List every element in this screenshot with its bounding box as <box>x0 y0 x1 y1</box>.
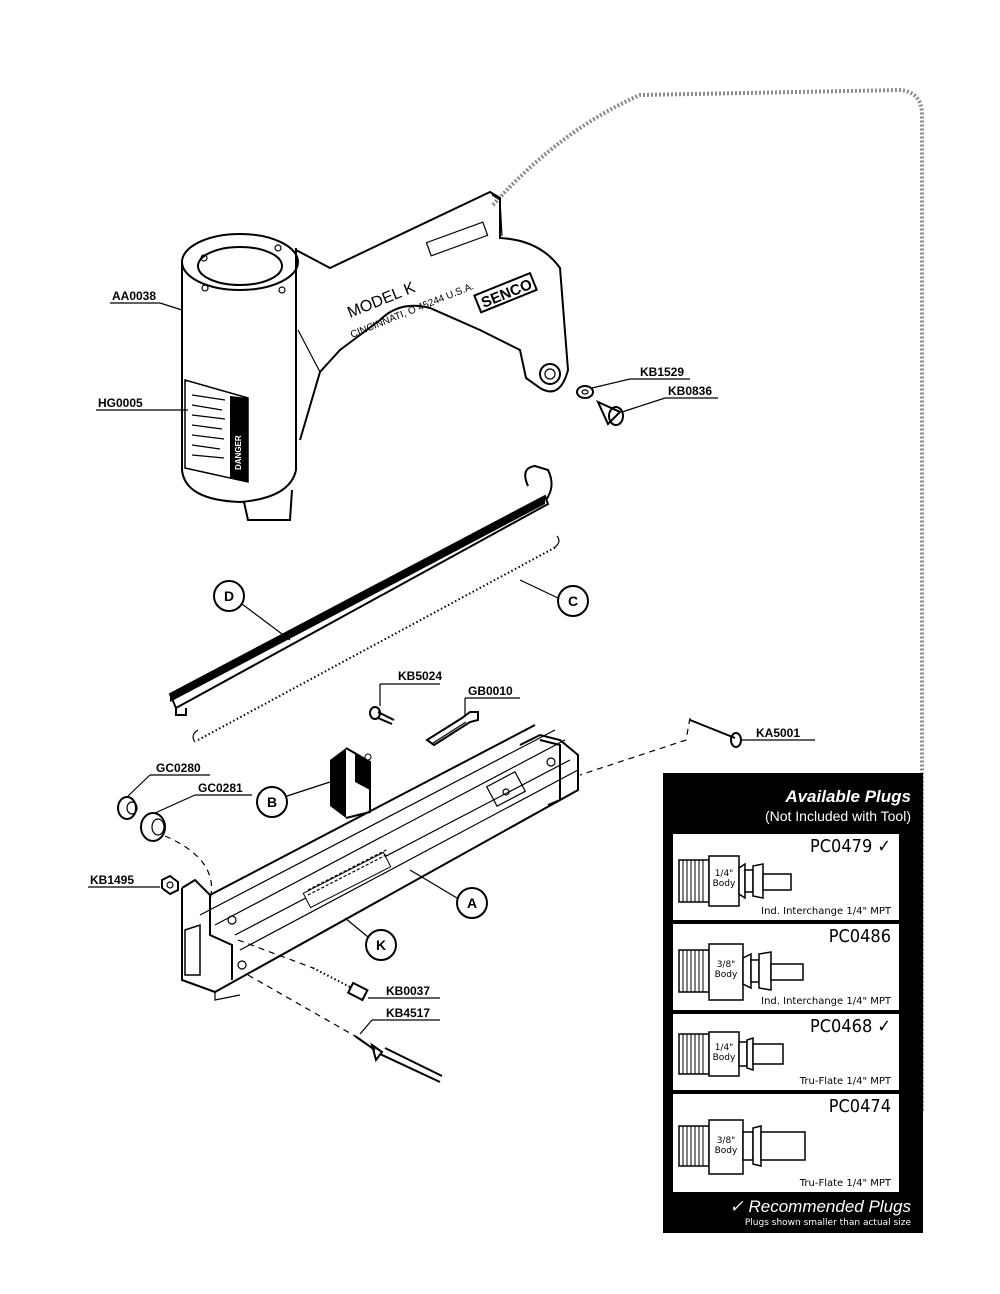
plug-illustration-pc0479 <box>678 855 792 907</box>
plug-card-pc0486: PC0486 3/8" Body Ind. Interchange 1/4" M… <box>673 924 899 1010</box>
magazine-label-k <box>302 851 392 909</box>
plug-code-text: PC0479 <box>809 836 873 857</box>
plug-illustration-pc0486 <box>678 943 804 1001</box>
warning-label-part: DANGER <box>184 379 249 483</box>
callout-a: A <box>467 895 477 911</box>
clip-gb0010 <box>425 711 479 747</box>
brand-label: SENCO <box>479 276 535 312</box>
plug-body-label: 1/4" Body <box>712 1043 736 1063</box>
plug-body-label: 3/8" Body <box>714 1136 738 1156</box>
pin-ka5001 <box>579 717 742 776</box>
plug-description: Ind. Interchange 1/4" MPT <box>761 996 891 1007</box>
plug-illustration-pc0474 <box>678 1119 806 1175</box>
brand-badge <box>473 271 539 314</box>
plug-code-text: PC0474 <box>828 1096 891 1117</box>
callout-circle-b <box>256 786 288 818</box>
nut-kb1495 <box>161 874 179 896</box>
plugs-panel-title: Available Plugs <box>785 787 911 806</box>
part-label-kb1495: KB1495 <box>90 873 134 887</box>
recommended-check-icon: ✓ <box>877 1016 891 1037</box>
dashed-line-gc0281 <box>164 835 212 901</box>
pin-kb4517 <box>247 974 443 1083</box>
callout-circle-d <box>213 580 245 612</box>
plug-body-label: 3/8" Body <box>714 960 738 980</box>
part-label-hg0005: HG0005 <box>98 396 143 410</box>
part-label-kb0836: KB0836 <box>668 384 712 398</box>
recommended-check-icon: ✓ <box>877 836 891 857</box>
block-part-b <box>330 747 372 819</box>
air-connector-dotted-line <box>491 87 924 1114</box>
available-plugs-panel: Available Plugs (Not Included with Tool)… <box>663 773 923 1233</box>
callout-circle-k <box>365 929 397 961</box>
part-label-kb5024: KB5024 <box>398 669 442 683</box>
magazine-part-a <box>181 724 579 1001</box>
bushing-gc0281 <box>140 812 166 842</box>
plugs-panel-subtitle: (Not Included with Tool) <box>764 808 911 824</box>
screw-kb5024 <box>369 706 395 725</box>
part-label-gc0281: GC0281 <box>198 781 243 795</box>
bushing-gc0280 <box>117 796 138 820</box>
plug-code-text: PC0468 <box>809 1016 873 1037</box>
plug-card-pc0479: PC0479 ✓ 1/4" Body Ind. Interchange 1/4"… <box>673 834 899 920</box>
recommended-plugs-label: ✓ Recommended Plugs <box>729 1197 912 1216</box>
part-label-gc0280: GC0280 <box>156 761 201 775</box>
callout-d: D <box>224 588 234 604</box>
part-label-kb0037: KB0037 <box>386 984 430 998</box>
pusher-part-d <box>168 464 553 716</box>
plug-code: PC0468 ✓ <box>810 1016 891 1037</box>
plug-code-text: PC0486 <box>828 926 891 947</box>
plug-card-pc0474: PC0474 3/8" Body Tru-Flate 1/4" MPT <box>673 1094 899 1192</box>
callout-c: C <box>568 593 578 609</box>
part-label-aa0038: AA0038 <box>112 289 156 303</box>
callout-b: B <box>267 794 277 810</box>
plug-description: Tru-Flate 1/4" MPT <box>799 1076 891 1087</box>
plug-description: Tru-Flate 1/4" MPT <box>799 1178 891 1189</box>
callout-circle-c <box>557 585 589 617</box>
plug-description: Ind. Interchange 1/4" MPT <box>761 906 891 917</box>
spring-part-c <box>192 535 560 743</box>
warning-label-text: DANGER <box>234 435 243 470</box>
plug-code: PC0479 ✓ <box>810 836 891 857</box>
plugs-size-note: Plugs shown smaller than actual size <box>744 1218 911 1228</box>
plug-card-pc0468: PC0468 ✓ 1/4" Body Tru-Flate 1/4" MPT <box>673 1014 899 1090</box>
callout-circle-a <box>456 887 488 919</box>
part-label-gb0010: GB0010 <box>468 684 513 698</box>
plug-code: PC0486 <box>829 926 891 947</box>
part-label-kb4517: KB4517 <box>386 1006 430 1020</box>
screw-kb0836 <box>595 399 624 426</box>
part-label-kb1529: KB1529 <box>640 365 684 379</box>
callout-k: K <box>376 937 386 953</box>
plug-body-label: 1/4" Body <box>712 869 736 889</box>
part-label-ka5001: KA5001 <box>756 726 800 740</box>
screw-kb0037 <box>237 939 369 1002</box>
plug-illustration-pc0468 <box>678 1031 784 1077</box>
washer-kb1529 <box>576 385 594 399</box>
plug-code: PC0474 <box>829 1096 891 1117</box>
